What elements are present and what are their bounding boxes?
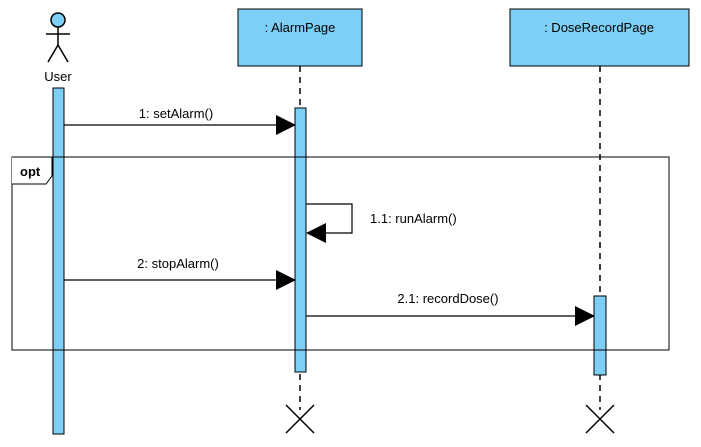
message-run-alarm[interactable]: 1.1: runAlarm() bbox=[306, 203, 457, 243]
message-record-dose[interactable]: 2.1: recordDose() bbox=[306, 291, 595, 326]
lifeline-alarm-page-box bbox=[237, 8, 363, 67]
user-activation-bar bbox=[52, 87, 65, 435]
alarm-page-activation-bar bbox=[294, 107, 307, 373]
message-run-alarm-label: 1.1: runAlarm() bbox=[370, 211, 457, 226]
message-stop-alarm[interactable]: 2: stopAlarm() bbox=[64, 256, 296, 290]
actor-user[interactable]: User bbox=[44, 12, 72, 84]
message-set-alarm[interactable]: 1: setAlarm() bbox=[64, 106, 296, 135]
opt-fragment[interactable]: opt bbox=[11, 156, 670, 351]
lifeline-alarm-page-label: : AlarmPage bbox=[265, 20, 336, 35]
message-set-alarm-label: 1: setAlarm() bbox=[139, 106, 213, 121]
actor-head bbox=[50, 12, 66, 28]
actor-label: User bbox=[44, 69, 72, 84]
message-record-dose-label: 2.1: recordDose() bbox=[397, 291, 498, 306]
lifeline-dose-record-page-label: : DoseRecordPage bbox=[544, 20, 654, 35]
actor-right-leg bbox=[57, 44, 69, 63]
actor-left-leg bbox=[47, 44, 59, 63]
opt-fragment-label: opt bbox=[20, 164, 41, 179]
opt-fragment-label-tab bbox=[12, 156, 53, 185]
message-stop-alarm-label: 2: stopAlarm() bbox=[137, 256, 219, 271]
lifeline-dose-record-page-box bbox=[509, 8, 690, 67]
message-run-alarm-arrow bbox=[306, 203, 353, 243]
dose-record-page-destroy-icon bbox=[585, 404, 615, 434]
dose-record-page-activation-bar bbox=[593, 295, 607, 376]
lifeline-alarm-page[interactable]: : AlarmPage bbox=[237, 8, 363, 434]
alarm-page-destroy-icon bbox=[285, 404, 315, 434]
opt-fragment-frame bbox=[11, 156, 670, 351]
lifeline-dose-record-page[interactable]: : DoseRecordPage bbox=[509, 8, 690, 434]
